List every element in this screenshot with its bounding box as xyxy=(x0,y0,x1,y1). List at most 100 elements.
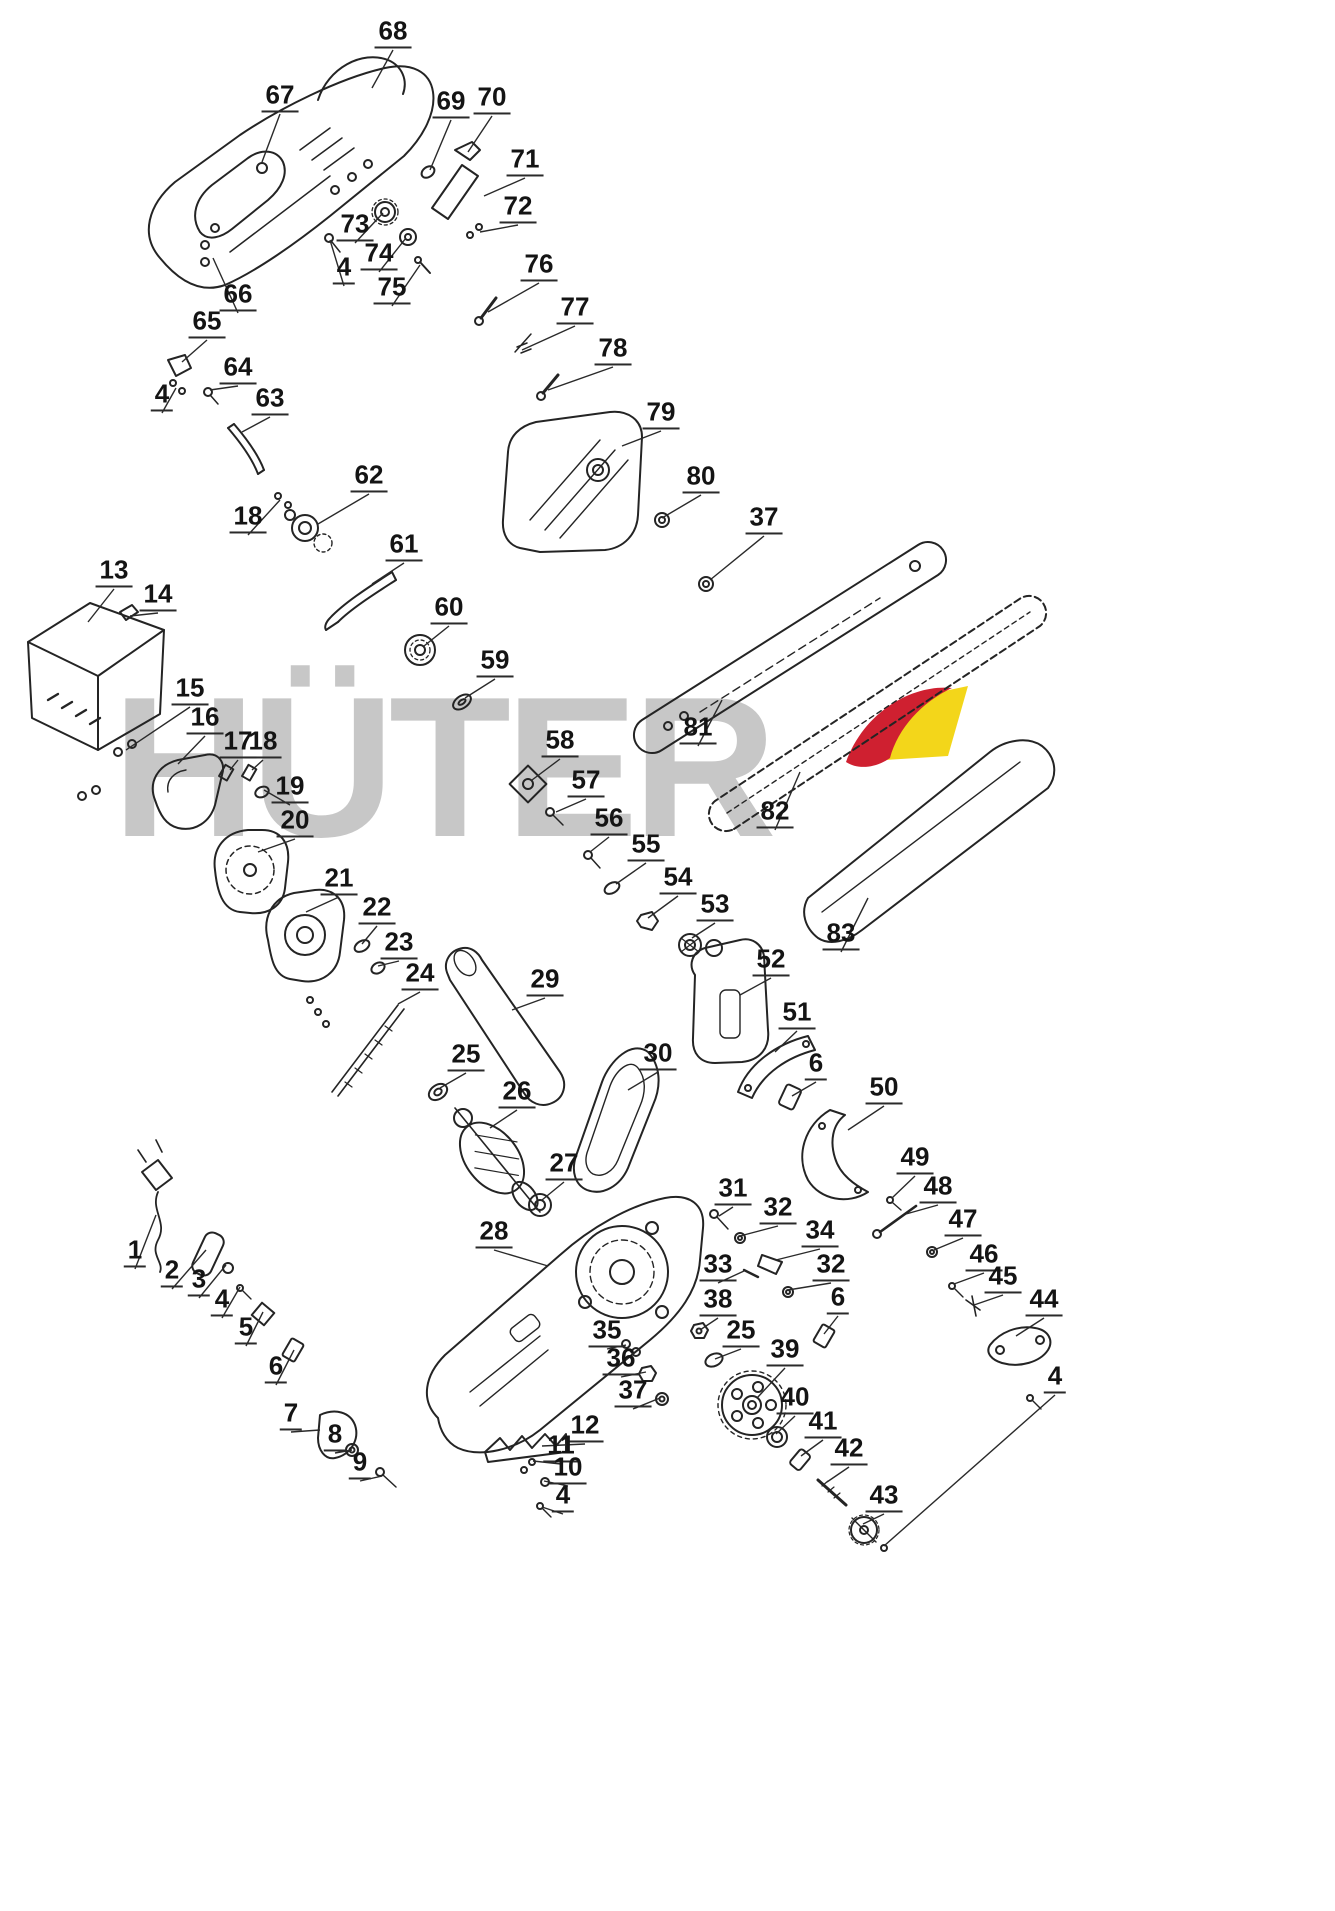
part-label-4-16: 4 xyxy=(150,380,174,412)
leader-line-25-52 xyxy=(439,1072,467,1089)
part-label-3-73: 3 xyxy=(187,1265,211,1297)
part-label-6-76: 6 xyxy=(264,1352,288,1384)
part-label-28-70: 28 xyxy=(475,1217,513,1249)
part-label-23-44: 23 xyxy=(380,928,418,960)
leader-line-48-57 xyxy=(905,1204,939,1215)
part-label-57-34: 57 xyxy=(567,766,605,798)
leader-line-45-60 xyxy=(973,1294,1004,1306)
leader-line-46-59 xyxy=(953,1272,985,1285)
part-label-24-45: 24 xyxy=(401,959,439,991)
leader-line-26-53 xyxy=(489,1109,518,1129)
part-label-6-49: 6 xyxy=(804,1049,828,1081)
leader-line-72-5 xyxy=(479,224,519,233)
part-sprocket-clutch xyxy=(717,1370,880,1546)
leader-line-80-22 xyxy=(661,494,702,519)
part-label-38-67: 38 xyxy=(699,1285,737,1317)
part-label-43-84: 43 xyxy=(865,1481,903,1513)
part-label-4-92: 4 xyxy=(1043,1362,1067,1394)
part-sprocket-cover xyxy=(501,410,714,592)
part-label-71-4: 71 xyxy=(506,145,544,177)
part-label-37-79: 37 xyxy=(614,1376,652,1408)
part-label-66-13: 66 xyxy=(219,280,257,312)
part-label-45-60: 45 xyxy=(984,1262,1022,1294)
leader-line-31-62 xyxy=(718,1206,734,1217)
leader-line-49-56 xyxy=(891,1175,916,1199)
part-label-52-47: 52 xyxy=(752,945,790,977)
leader-line-24-45 xyxy=(397,991,421,1005)
part-label-70-3: 70 xyxy=(473,83,511,115)
part-label-8-86: 8 xyxy=(323,1420,347,1452)
part-label-76-10: 76 xyxy=(520,250,558,282)
part-stator xyxy=(265,888,405,1097)
leader-line-15-28 xyxy=(125,706,191,751)
part-gear-cluster xyxy=(274,492,333,553)
part-label-13-24: 13 xyxy=(95,556,133,588)
leader-line-32-63 xyxy=(739,1225,779,1237)
leader-line-14-25 xyxy=(129,612,159,617)
part-label-15-28: 15 xyxy=(171,674,209,706)
part-label-79-21: 79 xyxy=(642,398,680,430)
part-label-49-56: 49 xyxy=(896,1143,934,1175)
part-label-32-65: 32 xyxy=(812,1250,850,1282)
leader-line-76-10 xyxy=(487,282,540,313)
part-label-36-78: 36 xyxy=(602,1344,640,1376)
part-bar-cover xyxy=(803,739,1056,943)
part-label-12-88: 12 xyxy=(566,1411,604,1443)
part-label-69-2: 69 xyxy=(432,87,470,119)
leader-line-4-91 xyxy=(541,1506,564,1515)
part-label-41-82: 41 xyxy=(804,1407,842,1439)
leader-line-79-21 xyxy=(621,430,662,447)
leader-line-62-19 xyxy=(317,493,370,525)
leader-line-5-75 xyxy=(245,1311,264,1347)
part-oil-tank xyxy=(690,938,770,1064)
part-label-82-41: 82 xyxy=(756,797,794,829)
leader-line-22-43 xyxy=(361,925,378,945)
leader-line-38-67 xyxy=(699,1317,719,1331)
part-mount-hardware xyxy=(508,764,702,957)
leader-line-29-46 xyxy=(511,997,546,1011)
part-label-11-89: 11 xyxy=(543,1431,579,1463)
part-label-48-57: 48 xyxy=(919,1172,957,1204)
part-label-22-43: 22 xyxy=(358,893,396,925)
leader-line-57-34 xyxy=(555,798,587,813)
leader-line-27-55 xyxy=(541,1181,565,1201)
part-label-34-64: 34 xyxy=(801,1216,839,1248)
part-label-27-55: 27 xyxy=(545,1149,583,1181)
part-label-53-39: 53 xyxy=(696,890,734,922)
part-chain xyxy=(707,595,1048,832)
leader-line-71-4 xyxy=(483,177,526,197)
part-label-78-12: 78 xyxy=(594,334,632,366)
leader-line-51-48 xyxy=(774,1030,798,1053)
part-label-1-71: 1 xyxy=(123,1236,147,1268)
leader-line-18-31 xyxy=(251,759,264,771)
part-main-housing xyxy=(425,1195,705,1454)
part-label-68-0: 68 xyxy=(374,17,412,49)
part-chain-catcher xyxy=(872,1196,1052,1552)
part-label-65-14: 65 xyxy=(188,307,226,339)
part-fan-housing xyxy=(213,829,290,915)
part-label-14-25: 14 xyxy=(139,580,177,612)
leader-line-20-35 xyxy=(257,838,296,853)
leader-line-65-14 xyxy=(181,339,208,363)
part-bracket-rod xyxy=(167,354,265,475)
part-rear-handle xyxy=(572,1047,660,1193)
leader-line-59-27 xyxy=(464,678,496,699)
part-label-80-22: 80 xyxy=(682,462,720,494)
part-front-handle xyxy=(737,1035,816,1111)
leader-line-54-38 xyxy=(647,895,679,919)
part-label-42-83: 42 xyxy=(830,1434,868,1466)
leader-line-41-82 xyxy=(800,1439,824,1457)
part-label-6-68: 6 xyxy=(826,1283,850,1315)
part-label-26-53: 26 xyxy=(498,1077,536,1109)
leader-line-16-29 xyxy=(177,735,206,765)
leader-line-70-3 xyxy=(467,115,493,153)
part-label-64-15: 64 xyxy=(219,353,257,385)
part-label-75-9: 75 xyxy=(373,273,411,305)
part-armature xyxy=(427,1082,552,1217)
leader-line-4-92 xyxy=(883,1394,1056,1547)
part-label-10-90: 10 xyxy=(549,1453,587,1485)
part-label-77-11: 77 xyxy=(556,293,594,325)
leader-line-23-44 xyxy=(377,960,400,967)
part-label-37-23: 37 xyxy=(745,503,783,535)
